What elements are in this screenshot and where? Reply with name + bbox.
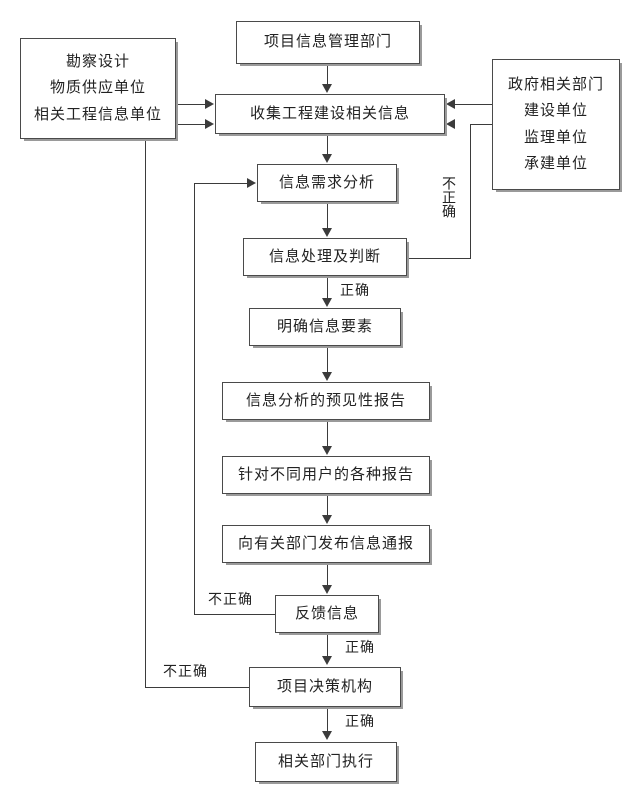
node-label: 项目决策机构	[276, 678, 373, 695]
connector-process-incorrect-out	[407, 258, 471, 259]
connector-top-dept-to-collect	[327, 64, 328, 85]
arrowhead-into-forecast-top	[322, 372, 332, 381]
arrowhead-into-decision-top	[322, 656, 332, 665]
connector-forecast-to-reports	[327, 420, 328, 447]
arrowhead-into-feedback-top	[322, 585, 332, 594]
arrowhead-into-demand-left	[247, 178, 256, 188]
connector-collect-to-demand	[327, 134, 328, 155]
connector-elements-to-forecast	[327, 346, 328, 373]
node-info-demand-analysis[interactable]: 信息需求分析	[257, 164, 397, 202]
arrowhead-into-collect-left-lower	[205, 119, 214, 129]
connector-decision-incorrect-into-collect	[145, 124, 208, 125]
node-label-line-2: 物质供应单位	[49, 80, 146, 97]
arrowhead-into-process-top	[322, 228, 332, 237]
arrowhead-into-collect-top	[322, 84, 332, 93]
connector-feedback-to-decision	[327, 633, 328, 657]
node-label-line-2: 建设单位	[523, 103, 588, 120]
edge-label-feedback-incorrect: 不正确	[208, 593, 253, 608]
connector-decision-incorrect-out	[145, 687, 249, 688]
node-project-decision-body[interactable]: 项目决策机构	[249, 667, 401, 707]
node-label: 明确信息要素	[276, 318, 373, 335]
node-publish-info-bulletin[interactable]: 向有关部门发布信息通报	[222, 525, 430, 563]
node-user-specific-reports[interactable]: 针对不同用户的各种报告	[222, 456, 430, 494]
node-label-line-3: 相关工程信息单位	[33, 106, 162, 123]
node-left-units[interactable]: 勘察设计 物质供应单位 相关工程信息单位	[20, 38, 176, 139]
connector-demand-to-process	[327, 202, 328, 229]
node-project-info-management-dept[interactable]: 项目信息管理部门	[236, 21, 420, 64]
connector-right-units-to-collect-upper	[455, 104, 492, 105]
edge-label-feedback-correct: 正确	[345, 641, 375, 656]
node-label-line-4: 承建单位	[523, 155, 588, 172]
node-info-processing-judgement[interactable]: 信息处理及判断	[243, 238, 407, 276]
arrowhead-into-elements-top	[322, 298, 332, 307]
node-label-line-3: 监理单位	[523, 129, 588, 146]
node-label: 收集工程建设相关信息	[249, 105, 410, 122]
arrowhead-into-demand-top	[322, 154, 332, 163]
arrowhead-into-publish-top	[322, 515, 332, 524]
connector-decision-to-execute	[327, 707, 328, 732]
node-collect-construction-info[interactable]: 收集工程建设相关信息	[215, 94, 445, 134]
node-label-line-1: 勘察设计	[65, 54, 130, 71]
arrowhead-into-collect-right-upper	[446, 99, 455, 109]
node-label: 项目信息管理部门	[263, 34, 392, 51]
node-label: 向有关部门发布信息通报	[237, 535, 414, 552]
connector-process-incorrect-up	[470, 124, 471, 259]
connector-feedback-incorrect-into-demand	[194, 183, 249, 184]
node-label: 相关部门执行	[277, 753, 374, 770]
node-relevant-dept-execution[interactable]: 相关部门执行	[255, 742, 397, 782]
arrowhead-into-reports-top	[322, 446, 332, 455]
connector-right-units-to-collect-lower	[471, 124, 492, 125]
edge-label-process-incorrect: 不正确	[440, 176, 455, 218]
connector-reports-to-publish	[327, 494, 328, 516]
arrowhead-into-collect-right-lower	[446, 119, 455, 129]
node-feedback-info[interactable]: 反馈信息	[275, 595, 379, 633]
connector-left-units-to-collect-upper	[176, 104, 208, 105]
node-label-line-1: 政府相关部门	[507, 77, 604, 93]
node-label: 反馈信息	[294, 605, 359, 622]
node-predictive-analysis-report[interactable]: 信息分析的预见性报告	[222, 382, 430, 420]
edge-label-decision-correct: 正确	[345, 715, 375, 730]
connector-right-units-drop	[455, 104, 456, 105]
node-label: 信息处理及判断	[268, 248, 381, 265]
connector-process-to-elements	[327, 276, 328, 299]
connector-publish-to-feedback	[327, 563, 328, 586]
node-right-units[interactable]: 政府相关部门 建设单位 监理单位 承建单位	[492, 59, 620, 190]
node-label: 针对不同用户的各种报告	[237, 466, 414, 483]
arrowhead-into-execute-top	[322, 731, 332, 740]
connector-feedback-incorrect-out	[194, 614, 275, 615]
connector-feedback-incorrect-up	[194, 183, 195, 615]
node-label: 信息需求分析	[278, 174, 375, 191]
node-clarify-info-elements[interactable]: 明确信息要素	[249, 308, 401, 346]
node-label: 信息分析的预见性报告	[245, 392, 406, 409]
connector-decision-incorrect-up	[145, 124, 146, 688]
edge-label-process-correct: 正确	[340, 284, 370, 299]
arrowhead-into-collect-left-upper	[205, 99, 214, 109]
edge-label-decision-incorrect: 不正确	[163, 665, 208, 680]
